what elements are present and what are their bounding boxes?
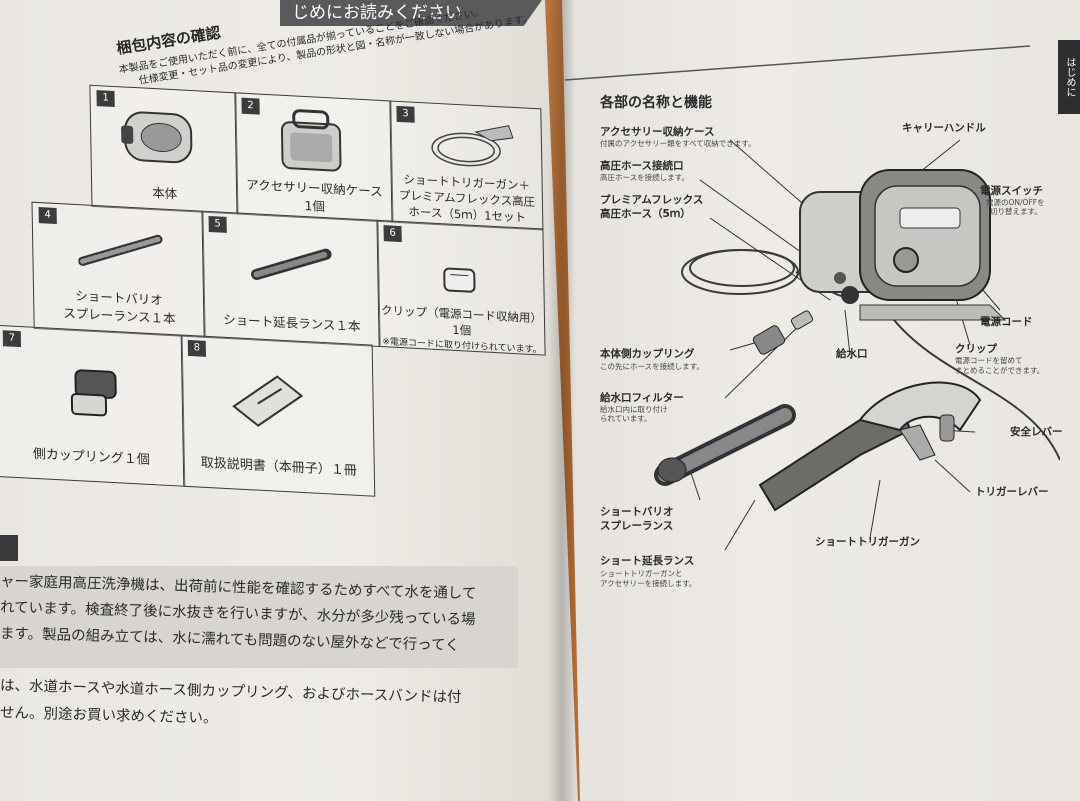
- label-clip: クリップ: [955, 343, 997, 355]
- pressure-washer-illustration: [121, 111, 193, 164]
- vario-lance-illustration-right: [654, 404, 796, 486]
- label-hose-port: 高圧ホース接続口: [600, 160, 684, 172]
- extension-lance-illustration: [251, 248, 332, 281]
- label-inlet-filter: 給水口フィルター: [600, 392, 684, 404]
- parts-diagram: [654, 139, 1060, 551]
- manual-illustration: [232, 375, 304, 427]
- label-trigger-lever: トリガーレバー: [975, 486, 1049, 498]
- page-header: じめにお読みください: [280, 0, 542, 26]
- item-4: 4 ショートバリオ スプレーランス１本: [31, 201, 206, 338]
- book-gutter: [548, 0, 576, 801]
- right-header-rule: [564, 45, 1031, 81]
- trigger-gun-hose-illustration: [431, 125, 514, 167]
- sub-clip-1: 電源コードを留めて: [955, 356, 1023, 365]
- label-ext-lance: ショート延長ランス: [600, 555, 695, 567]
- coupling-illustration: [70, 369, 117, 417]
- label-vario-lance: ショートバリオ: [600, 506, 674, 518]
- sub-ext-lance-1: ショートトリガーガンと: [600, 569, 683, 578]
- clip-illustration: [443, 267, 476, 293]
- item-5: 5 ショート延長ランス１本: [201, 210, 381, 348]
- sub-clip-2: まとめることができます。: [955, 366, 1045, 375]
- item-6: 6 クリップ（電源コード収納用） 1個 ※電源コードに取り付けられています。: [376, 219, 546, 356]
- parts-title: 各部の名称と機能: [600, 95, 712, 111]
- item-3: 3 ショートトリガーガン＋ プレミアムフレックス高圧 ホース（5ｍ）1セット: [389, 100, 544, 231]
- label-water-inlet: 給水口: [836, 348, 868, 360]
- label-accessory-case: アクセサリー収納ケース: [600, 126, 715, 138]
- main-unit-illustration: [799, 169, 1007, 321]
- sub-accessory-case: 付属のアクセサリー類をすべて収納できます。: [600, 139, 756, 148]
- right-page: [562, 0, 1080, 801]
- coupling-parts-illustration: [752, 310, 814, 355]
- label-power-cord: 電源コード: [980, 316, 1033, 328]
- note-marker: [0, 535, 18, 561]
- accessory-case-illustration: [280, 109, 342, 172]
- sub-body-coupling: この先にホースを接続します。: [600, 362, 704, 371]
- item-1: 1 本体: [89, 84, 239, 215]
- sub-power-switch-1: 電源のON/OFFを: [986, 198, 1045, 207]
- sub-inlet-filter-1: 給水口内に取り付け: [600, 405, 668, 414]
- sub-power-switch-2: 切り替えます。: [990, 207, 1042, 216]
- label-premium-hose: プレミアムフレックス: [600, 194, 704, 206]
- item-8: 8 取扱説明書（本冊子）１冊: [180, 334, 376, 497]
- item-7: 7 側カップリング１個: [0, 324, 186, 487]
- trigger-gun-illustration: [758, 381, 982, 512]
- label-body-coupling: 本体側カップリング: [600, 348, 695, 360]
- label-power-switch: 電源スイッチ: [980, 185, 1043, 197]
- vario-lance-illustration: [77, 234, 163, 266]
- sub-hose-port: 高圧ホースを接続します。: [600, 173, 689, 182]
- sub-inlet-filter-2: られています。: [600, 414, 652, 423]
- contents-grid: 1 本体 2 アクセサリー収納ケース 1個 3 ショートトリガーガン＋ プレミア…: [0, 0, 569, 570]
- label-premium-hose-2: 高圧ホース（5ｍ）: [600, 208, 691, 220]
- label-vario-lance-2: スプレーランス: [600, 520, 674, 532]
- sub-ext-lance-2: アクセサリーを接続します。: [600, 579, 697, 588]
- label-safety-lever: 安全レバー: [1010, 426, 1063, 438]
- item-2: 2 アクセサリー収納ケース 1個: [234, 92, 394, 223]
- label-carry-handle: キャリーハンドル: [902, 122, 986, 134]
- chapter-tab: はじめに: [1058, 40, 1080, 114]
- label-trigger-gun: ショートトリガーガン: [815, 536, 920, 548]
- water-notice-box: ャー家庭用高圧洗浄機は、出荷前に性能を確認するためすべて水を通して れています。…: [0, 566, 518, 668]
